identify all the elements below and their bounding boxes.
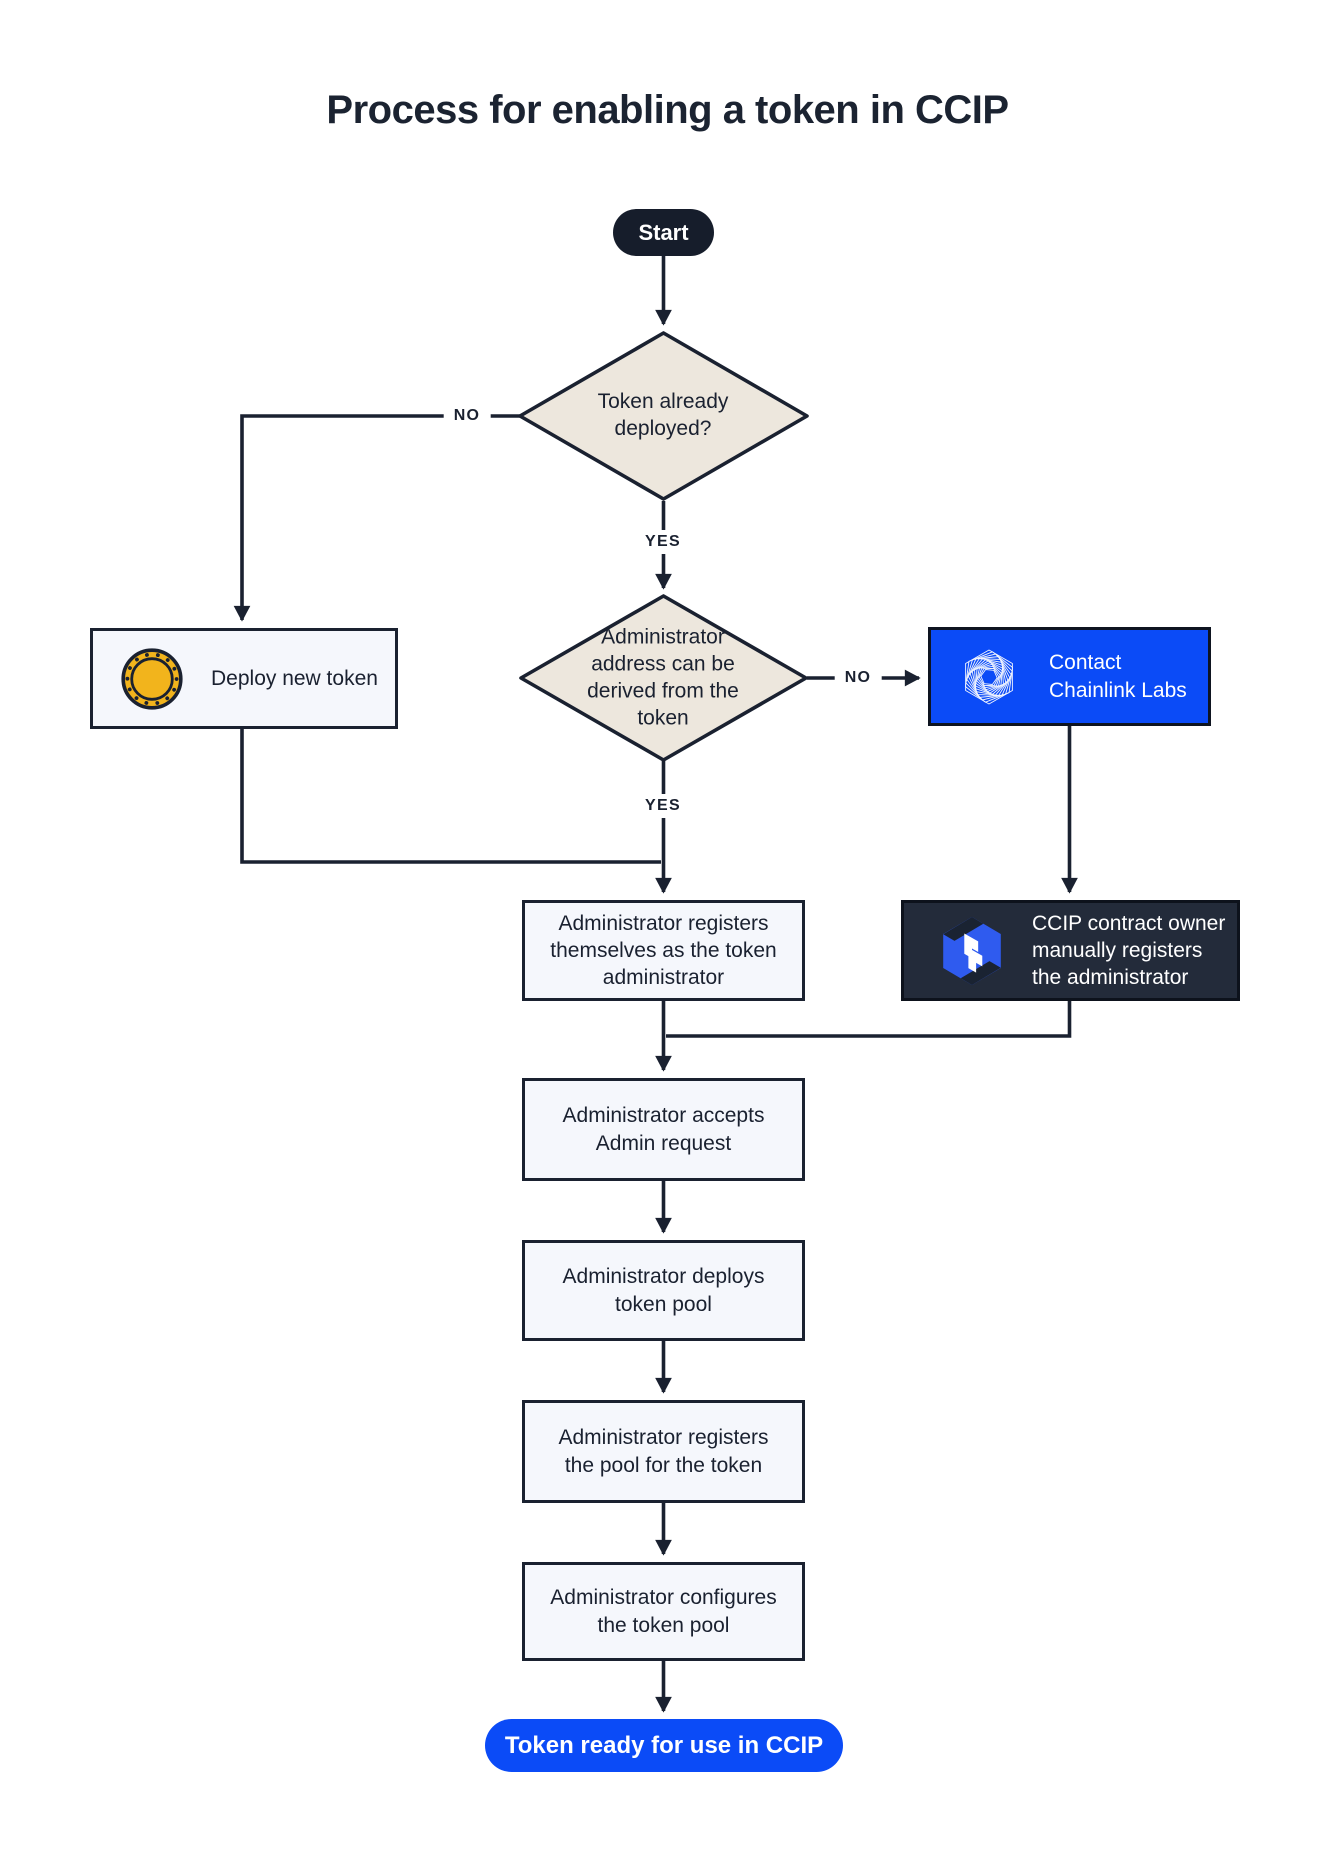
start-node: Start (613, 209, 714, 256)
edge-label-no-1: NO (443, 404, 491, 428)
page-title: Process for enabling a token in CCIP (326, 88, 1009, 132)
decision-admin-derivable-shape (519, 594, 808, 762)
deploy-new-token-label: Deploy new token (211, 666, 378, 690)
decision-token-deployed-label: Token already deployed? (597, 390, 729, 440)
admin-registers-self-node: Administrator registers themselves as th… (522, 900, 805, 1001)
end-node: Token ready for use in CCIP (485, 1719, 843, 1772)
token-coin-icon (121, 647, 183, 710)
edge-label-yes-1: YES (635, 530, 691, 554)
admin-deploys-pool-node: Administrator deploys token pool (522, 1240, 805, 1341)
decision-admin-derivable-label: Administrator address can be derived fro… (587, 625, 739, 729)
chainlink-labs-logo-icon (964, 648, 1014, 705)
end-label: Token ready for use in CCIP (504, 1731, 824, 1759)
ccip-owner-registers-admin-label: CCIP contract owner manually registers t… (1032, 911, 1226, 990)
admin-accepts-request-label: Administrator accepts Admin request (562, 1104, 765, 1155)
admin-accepts-request-node: Administrator accepts Admin request (522, 1078, 805, 1181)
contact-chainlink-labs-node: Contact Chainlink Labs (928, 627, 1211, 726)
admin-registers-pool-node: Administrator registers the pool for the… (522, 1400, 805, 1503)
admin-registers-pool-label: Administrator registers the pool for the… (558, 1426, 769, 1477)
edge-deploy-join (240, 729, 661, 864)
ccip-owner-registers-admin-node: CCIP contract owner manually registers t… (901, 900, 1240, 1001)
contact-chainlink-labs-label: Contact Chainlink Labs (1049, 651, 1187, 702)
start-label: Start (638, 219, 689, 245)
admin-configures-pool-label: Administrator configures the token pool (550, 1586, 777, 1637)
deploy-new-token-node: Deploy new token (90, 628, 398, 729)
decision-token-deployed-shape (518, 331, 809, 501)
admin-deploys-pool-label: Administrator deploys token pool (562, 1265, 765, 1316)
edge-label-yes-2: YES (635, 794, 691, 818)
edge-decision1-no (233, 414, 525, 622)
admin-configures-pool-node: Administrator configures the token pool (522, 1562, 805, 1661)
edge-ccipowner-join (666, 1001, 1072, 1038)
edge-label-no-2: NO (834, 666, 882, 690)
admin-registers-self-label: Administrator registers themselves as th… (550, 911, 777, 990)
ccip-logo-icon (943, 916, 1001, 985)
